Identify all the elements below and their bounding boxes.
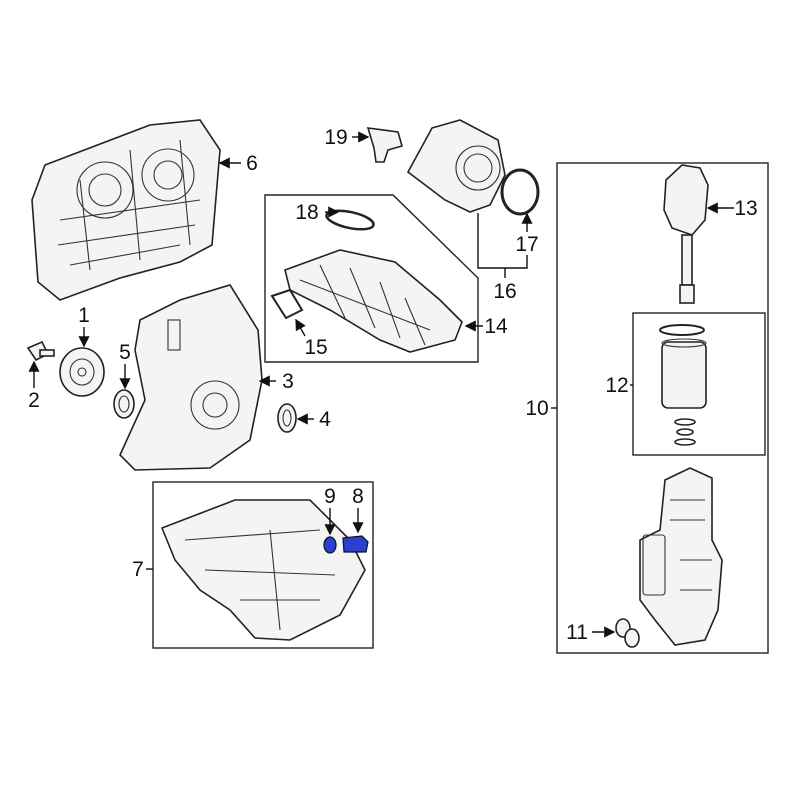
callout-17: 17 xyxy=(515,233,538,256)
callout-12: 12 xyxy=(605,374,628,397)
part-oil-filter[interactable] xyxy=(659,324,707,446)
callout-7: 7 xyxy=(132,558,144,581)
part-o-ring[interactable] xyxy=(500,168,540,216)
part-seal[interactable] xyxy=(277,403,297,433)
intake-manifold-group-box xyxy=(264,194,479,363)
callout-18: 18 xyxy=(295,201,318,224)
part-front-cover[interactable] xyxy=(119,284,263,471)
part-throttle-body[interactable] xyxy=(406,119,506,213)
part-drain-plug[interactable] xyxy=(342,535,369,553)
callout-1: 1 xyxy=(78,304,90,327)
callout-10: 10 xyxy=(525,397,548,420)
part-timing-cover-plate[interactable] xyxy=(31,119,221,301)
callout-2: 2 xyxy=(28,389,40,412)
callout-14: 14 xyxy=(484,315,508,338)
part-manifold-gasket[interactable] xyxy=(270,288,304,320)
part-intake-manifold[interactable] xyxy=(284,249,463,353)
part-front-seal[interactable] xyxy=(113,389,135,419)
part-sensor[interactable] xyxy=(366,127,403,163)
callout-5: 5 xyxy=(119,341,131,364)
callout-19: 19 xyxy=(324,126,347,149)
callout-9: 9 xyxy=(324,485,336,508)
part-oil-pan[interactable] xyxy=(160,499,366,641)
part-oil-filter-housing[interactable] xyxy=(639,467,723,646)
callout-3: 3 xyxy=(282,370,294,393)
part-crankshaft-pulley[interactable] xyxy=(59,347,105,397)
callout-16: 16 xyxy=(493,280,516,303)
part-oil-filter-cap[interactable] xyxy=(663,164,709,304)
callout-8: 8 xyxy=(352,485,364,508)
callout-6: 6 xyxy=(246,152,258,175)
part-drain-plug-washer[interactable] xyxy=(323,536,337,554)
oil-pan-group-box xyxy=(152,481,374,649)
part-seal-rings[interactable] xyxy=(615,618,640,648)
callout-4: 4 xyxy=(319,408,331,431)
oil-filter-group-box xyxy=(632,312,766,456)
part-gasket[interactable] xyxy=(325,207,375,233)
callout-13: 13 xyxy=(734,197,757,220)
part-bolt[interactable] xyxy=(26,340,55,362)
callout-15: 15 xyxy=(304,336,327,359)
callout-11: 11 xyxy=(566,621,588,644)
